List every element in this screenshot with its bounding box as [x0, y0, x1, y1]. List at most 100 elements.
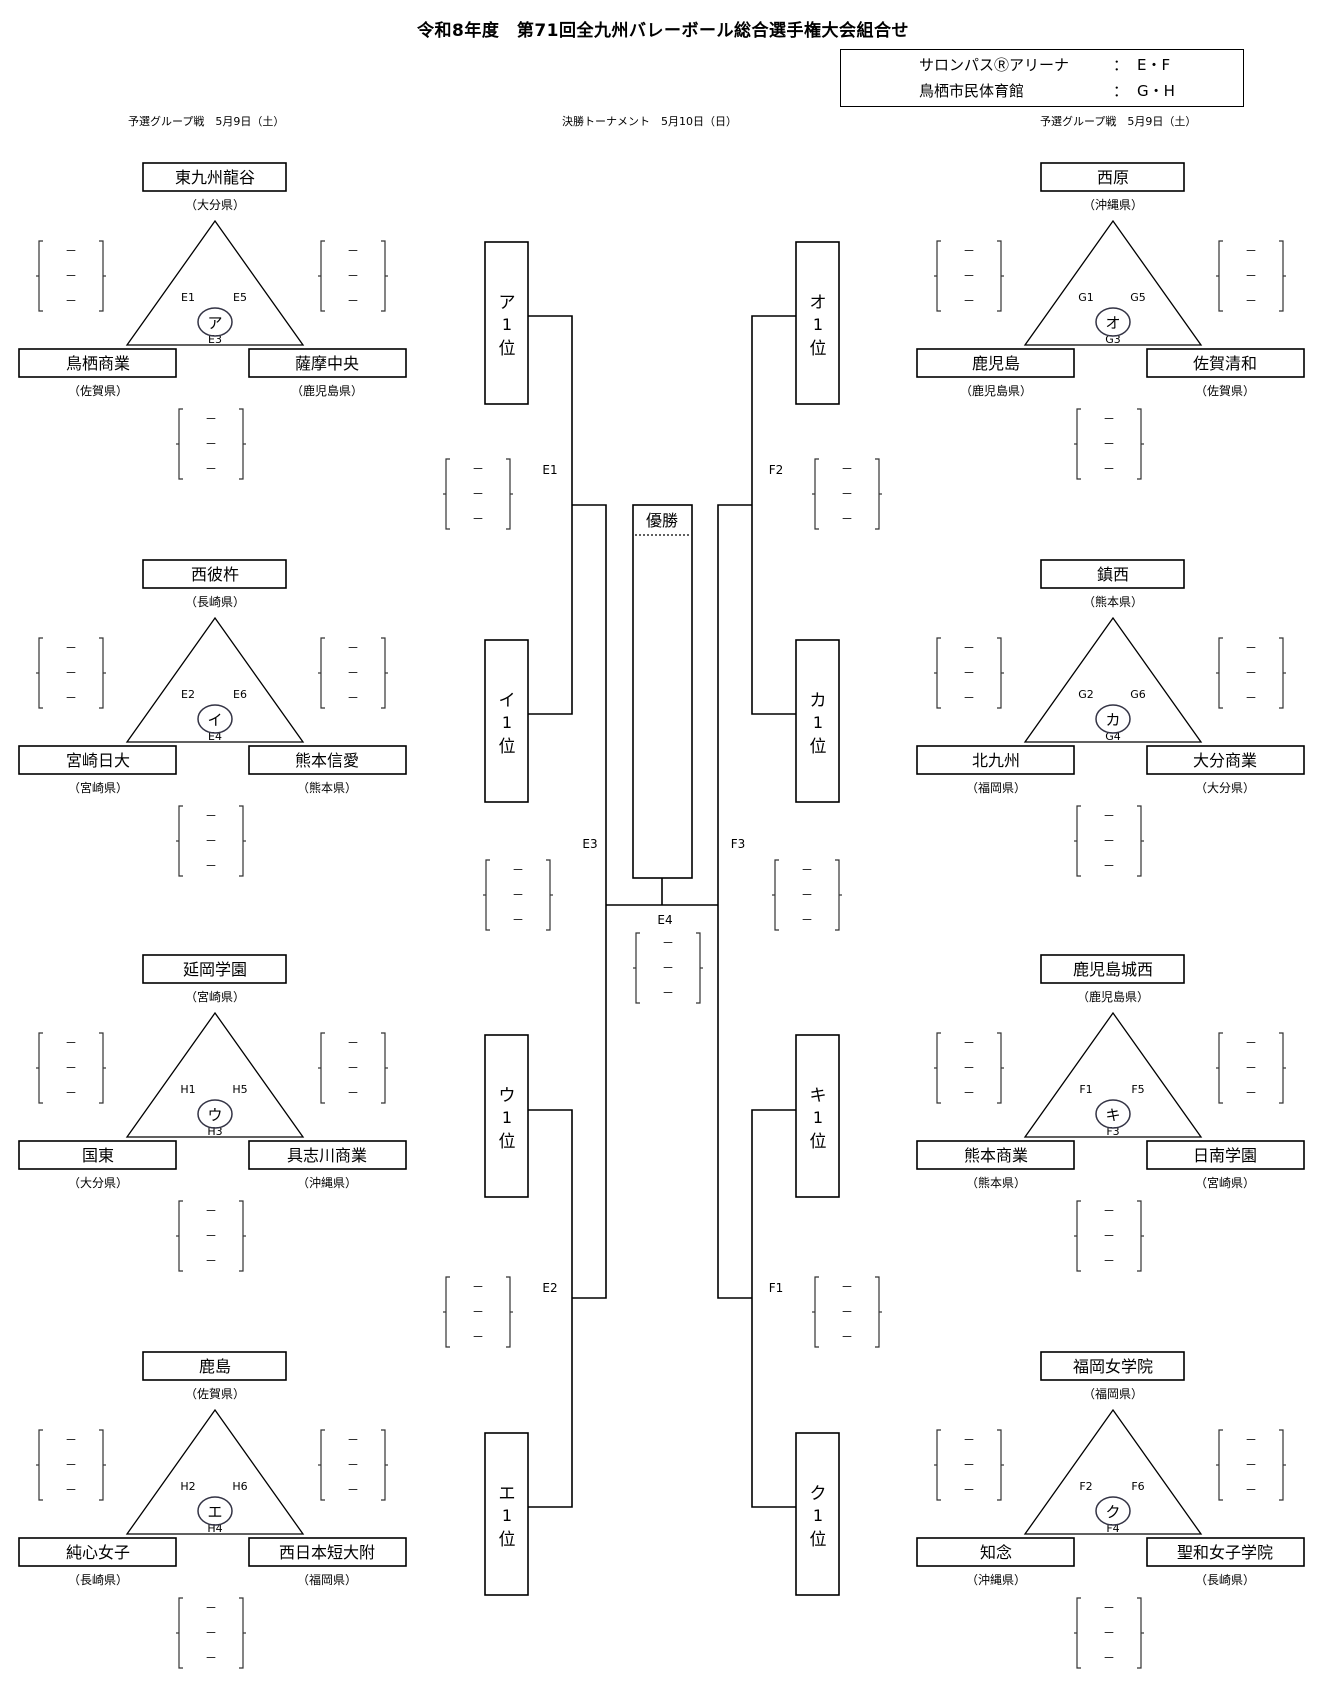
team-box-left: [18, 1537, 177, 1567]
score-box: －－－: [318, 637, 388, 709]
slot-rank-number: 1: [813, 1506, 823, 1525]
bracket-line-left-semi: [572, 504, 607, 1299]
score-box-left-semi: －－－: [483, 859, 553, 931]
set-score-placeholder: －: [347, 641, 359, 655]
bracket-left: [936, 1429, 941, 1501]
group-id: ウ: [207, 1106, 222, 1124]
score-box: －－－: [1216, 1429, 1286, 1501]
score-box: －－－: [318, 240, 388, 312]
team-name: 延岡学園: [183, 960, 247, 979]
subtitle-center: 決勝トーナメント 5月10日（日）: [562, 115, 737, 128]
bracket-line-right-lower: [751, 1109, 796, 1508]
bracket-line-right-semi: [717, 504, 752, 1299]
match-label-left-lower: E2: [542, 1281, 557, 1295]
set-score-placeholder: －: [347, 691, 359, 705]
venue-name: サロンパスⓇアリーナ: [919, 56, 1070, 74]
team-prefecture: （宮崎県）: [185, 989, 245, 1004]
slot-rank-number: 1: [502, 1108, 512, 1127]
score-box: －－－: [176, 1200, 246, 1272]
bracket-right: [997, 637, 1002, 709]
set-score-placeholder: －: [1245, 1061, 1257, 1075]
match-label-left-upper: E1: [542, 463, 557, 477]
team-box-top: [1040, 559, 1185, 589]
team-box-top: [142, 954, 287, 984]
score-box-left-lower: －－－: [443, 1276, 513, 1348]
slot-rank-label: 位: [499, 339, 516, 359]
score-box: －－－: [318, 1429, 388, 1501]
bracket-left: [1218, 1032, 1223, 1104]
set-score-placeholder: －: [963, 1433, 975, 1447]
slot-rank-number: 1: [813, 315, 823, 334]
set-score-placeholder: －: [472, 1330, 484, 1344]
team-box-right: [248, 348, 407, 378]
set-score-placeholder: －: [662, 986, 674, 1000]
page-title: 令和8年度 第71回全九州バレーボール総合選手権大会組合せ: [417, 21, 909, 41]
subtitle-right: 予選グループ戦 5月9日（土）: [1040, 115, 1197, 128]
slot-rank-number: 1: [502, 1506, 512, 1525]
team-name: 純心女子: [66, 1543, 130, 1562]
set-score-placeholder: －: [205, 1601, 217, 1615]
bracket-left: [1218, 1429, 1223, 1501]
set-score-placeholder: －: [65, 1036, 77, 1050]
team-prefecture: （福岡県）: [1083, 1386, 1143, 1401]
set-score-placeholder: －: [472, 512, 484, 526]
bracket-left: [178, 1200, 183, 1272]
bracket-right: [1137, 1200, 1142, 1272]
score-box-right-semi: －－－: [772, 859, 842, 931]
team-prefecture: （沖縄県）: [297, 1175, 357, 1190]
group-id-circle: [1095, 1099, 1131, 1129]
score-box: －－－: [176, 805, 246, 877]
bracket-left: [814, 458, 819, 530]
match-label: F6: [1131, 1480, 1144, 1493]
team-box-left: [18, 745, 177, 775]
venue-row: 鳥栖市民体育館 ： G・H: [841, 78, 1243, 104]
set-score-placeholder: －: [1103, 859, 1115, 873]
score-box-right-lower: －－－: [812, 1276, 882, 1348]
match-label: G6: [1130, 688, 1146, 701]
match-label: F1: [1079, 1083, 1092, 1096]
set-score-placeholder: －: [512, 863, 524, 877]
team-prefecture: （沖縄県）: [1083, 197, 1143, 212]
score-box: －－－: [1074, 805, 1144, 877]
group-triangle: [1023, 219, 1203, 346]
group-id: カ: [1105, 711, 1120, 729]
team-prefecture: （佐賀県）: [68, 384, 128, 398]
slot-group-id: ア: [499, 293, 516, 313]
bracket-right: [997, 1032, 1002, 1104]
set-score-placeholder: －: [1245, 1483, 1257, 1497]
team-name: 西日本短大附: [279, 1543, 375, 1562]
set-score-placeholder: －: [1103, 1626, 1115, 1640]
score-box-right-upper: －－－: [812, 458, 882, 530]
team-box-top: [142, 1351, 287, 1381]
slot-group-id: エ: [499, 1484, 516, 1504]
set-score-placeholder: －: [963, 1061, 975, 1075]
bracket-left: [320, 1429, 325, 1501]
match-label: H6: [232, 1480, 247, 1493]
team-box-top: [1040, 162, 1185, 192]
score-box: －－－: [1216, 240, 1286, 312]
match-label-right-lower: F1: [769, 1281, 784, 1295]
set-score-placeholder: －: [1245, 244, 1257, 258]
set-score-placeholder: －: [65, 666, 77, 680]
set-score-placeholder: －: [1245, 1433, 1257, 1447]
slot-rank-label: 位: [499, 737, 516, 757]
bracket-right: [99, 1429, 104, 1501]
score-box: －－－: [176, 1597, 246, 1669]
group-id: エ: [207, 1503, 222, 1521]
group-triangle: [1023, 616, 1203, 743]
group-id: イ: [207, 711, 222, 729]
bracket-right: [875, 458, 880, 530]
team-name: 鎮西: [1097, 565, 1129, 584]
slot-rank-label: 位: [499, 1132, 516, 1152]
set-score-placeholder: －: [65, 1483, 77, 1497]
bracket-left: [320, 1032, 325, 1104]
group-triangle: [125, 219, 305, 346]
tournament-slot: [795, 241, 840, 405]
set-score-placeholder: －: [1103, 1254, 1115, 1268]
set-score-placeholder: －: [1245, 294, 1257, 308]
team-prefecture: （宮崎県）: [68, 780, 128, 795]
set-score-placeholder: －: [347, 294, 359, 308]
team-name: 鳥栖商業: [66, 354, 130, 373]
match-label-left-semi: E3: [582, 837, 597, 851]
bracket-line-right-upper: [751, 315, 796, 715]
